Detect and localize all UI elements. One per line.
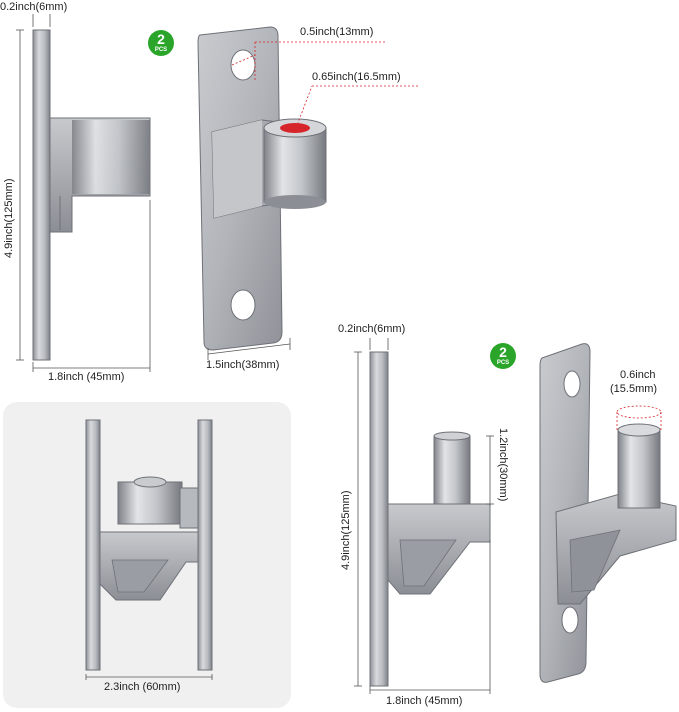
top-bracket-front-view <box>197 26 327 351</box>
pin-thickness-label: 0.2inch(6mm) <box>338 323 406 335</box>
quantity-badge-bottom: 2 PCS <box>490 343 516 369</box>
quantity-badge-top: 2 PCS <box>148 30 174 56</box>
top-thickness-label: 0.2inch(6mm) <box>0 1 68 13</box>
pin-bracket-dimension-lines <box>354 338 494 694</box>
plate-width-label: 1.5inch(38mm) <box>206 359 280 371</box>
top-bracket-side-view <box>32 29 151 361</box>
badge-count: 2 <box>499 344 507 360</box>
socket-diameter-label: 0.65inch(16.5mm) <box>312 71 401 83</box>
assembled-width-label: 2.3inch (60mm) <box>104 681 181 693</box>
badge-unit: PCS <box>496 360 510 366</box>
hole-diameter-label: 0.5inch(13mm) <box>300 26 374 38</box>
top-height-label: 4.9inch(125mm) <box>3 178 15 258</box>
top-width-label: 1.8inch (45mm) <box>48 371 125 383</box>
assembled-dimension-lines <box>85 674 213 680</box>
pin-diameter-label-line2: (15.5mm) <box>610 383 658 395</box>
pin-bracket-height-label: 4.9inch(125mm) <box>340 490 352 570</box>
badge-unit: PCS <box>154 47 168 53</box>
pin-bracket-side-view <box>369 351 491 687</box>
pin-diameter-label-line1: 0.6inch <box>620 369 656 381</box>
assembled-hinge-view <box>85 419 213 671</box>
pin-bracket-angled-view <box>539 343 677 683</box>
pin-bracket-width-label: 1.8inch (45mm) <box>386 695 463 707</box>
top-bracket-front-dimension-lines <box>207 41 418 360</box>
badge-count: 2 <box>157 31 165 47</box>
pin-height-label: 1.2inch(30mm) <box>497 428 509 502</box>
top-bracket-dimension-lines <box>16 14 151 372</box>
